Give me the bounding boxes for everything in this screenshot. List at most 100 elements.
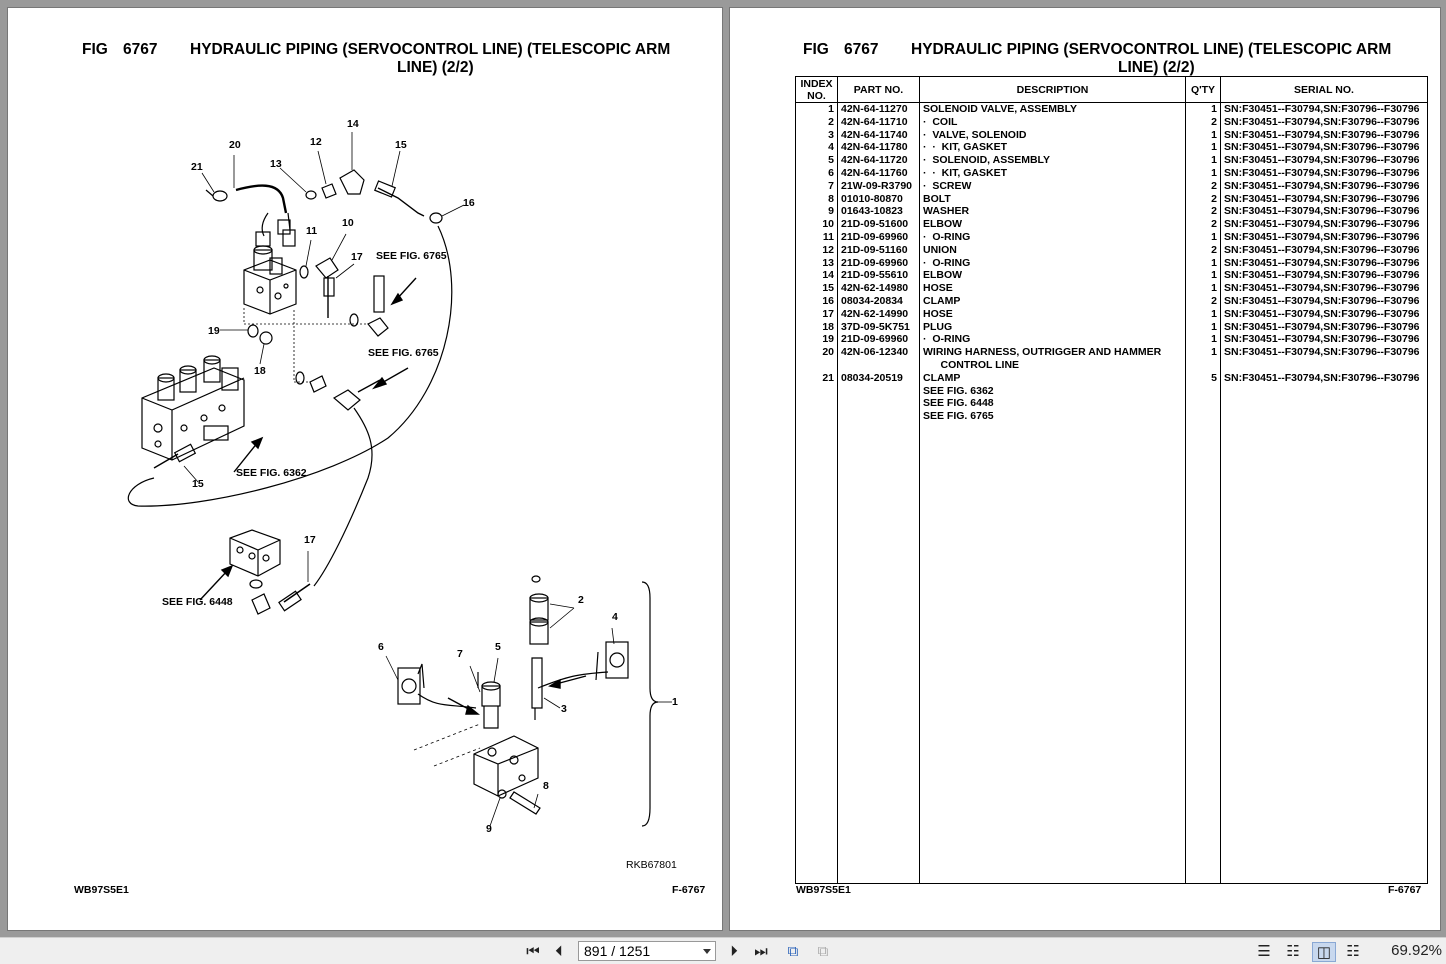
fig-title-line2: LINE) (2/2) xyxy=(397,59,474,76)
row-index: 14 xyxy=(795,269,838,283)
row-description: PLUG xyxy=(919,320,1186,334)
row-index: 2 xyxy=(795,115,838,129)
callout-13: 13 xyxy=(270,158,282,170)
chevron-down-icon xyxy=(703,949,711,954)
fig-title-line2: LINE) (2/2) xyxy=(1118,59,1195,76)
row-index: 11 xyxy=(795,230,838,244)
left-page: FIG 6767 HYDRAULIC PIPING (SERVOCONTROL … xyxy=(8,8,722,930)
row-index: 12 xyxy=(795,243,838,257)
row-qty: 5 xyxy=(1185,371,1221,385)
page-total: 1251 xyxy=(619,943,651,959)
row-qty xyxy=(1185,410,1221,423)
row-qty: 2 xyxy=(1185,205,1221,219)
row-part-no: 37D-09-5K751 xyxy=(837,320,920,334)
callout-15-bottom: 15 xyxy=(192,478,204,490)
row-index xyxy=(795,358,838,372)
first-page-icon[interactable]: ⏮ xyxy=(526,942,540,960)
drawing-id: RKB67801 xyxy=(626,859,677,871)
footer-model: WB97S5E1 xyxy=(74,884,129,896)
row-description: HOSE xyxy=(919,282,1186,295)
row-description: UNION xyxy=(919,243,1186,257)
header-part-no: PART NO. xyxy=(837,76,920,103)
fig-number: 6767 xyxy=(844,41,879,58)
row-index: 20 xyxy=(795,346,838,359)
row-index: 1 xyxy=(795,102,838,116)
row-qty: 1 xyxy=(1185,307,1221,321)
header-qty: Q'TY xyxy=(1185,76,1221,103)
row-serial-no: SN:F30451--F30794,SN:F30796--F30796 xyxy=(1220,102,1428,116)
row-description: · O-RING xyxy=(919,230,1186,244)
header-index: INDEX NO. xyxy=(795,76,838,103)
row-part-no: 42N-64-11760 xyxy=(837,166,920,180)
table-row: SEE FIG. 6765 xyxy=(795,410,1428,423)
row-part-no: 42N-64-11780 xyxy=(837,141,920,155)
back-view-icon[interactable]: ⧉ xyxy=(787,942,799,960)
row-serial-no xyxy=(1220,358,1428,372)
row-part-no: 42N-64-11710 xyxy=(837,115,920,129)
forward-view-icon[interactable]: ⧉ xyxy=(817,942,829,960)
row-qty: 2 xyxy=(1185,115,1221,129)
row-part-no: 01010-80870 xyxy=(837,192,920,206)
callout-6: 6 xyxy=(378,641,384,653)
row-qty: 2 xyxy=(1185,294,1221,308)
callout-14: 14 xyxy=(347,118,359,130)
row-part-no xyxy=(837,397,920,411)
row-qty: 1 xyxy=(1185,269,1221,283)
table-filler-row xyxy=(795,422,1428,884)
facing-icon[interactable]: ◫ xyxy=(1312,942,1336,962)
parts-list-table: INDEX NO. PART NO. DESCRIPTION Q'TY SERI… xyxy=(795,76,1428,884)
row-description: SEE FIG. 6765 xyxy=(919,410,1186,423)
row-serial-no: SN:F30451--F30794,SN:F30796--F30796 xyxy=(1220,218,1428,231)
row-qty: 1 xyxy=(1185,333,1221,347)
row-index: 7 xyxy=(795,179,838,193)
row-description: CONTROL LINE xyxy=(919,358,1186,372)
row-index: 9 xyxy=(795,205,838,219)
row-qty: 2 xyxy=(1185,218,1221,231)
empty-cell xyxy=(795,422,838,884)
last-page-icon[interactable]: ⏭ xyxy=(754,942,768,960)
callout-15-top: 15 xyxy=(395,139,407,151)
row-serial-no: SN:F30451--F30794,SN:F30796--F30796 xyxy=(1220,230,1428,244)
row-description: · SCREW xyxy=(919,179,1186,193)
row-description: CLAMP xyxy=(919,371,1186,385)
row-serial-no: SN:F30451--F30794,SN:F30796--F30796 xyxy=(1220,346,1428,359)
row-part-no: 21D-09-69960 xyxy=(837,256,920,270)
row-serial-no: SN:F30451--F30794,SN:F30796--F30796 xyxy=(1220,115,1428,129)
row-index: 5 xyxy=(795,154,838,167)
row-serial-no: SN:F30451--F30794,SN:F30796--F30796 xyxy=(1220,294,1428,308)
row-part-no: 21D-09-55610 xyxy=(837,269,920,283)
row-index: 19 xyxy=(795,333,838,347)
continuous-facing-icon[interactable]: ☷ xyxy=(1346,943,1360,960)
callout-5: 5 xyxy=(495,641,501,653)
continuous-icon[interactable]: ☷ xyxy=(1286,943,1300,960)
fig-label: FIG xyxy=(803,41,829,58)
row-part-no: 21D-09-69960 xyxy=(837,230,920,244)
row-serial-no: SN:F30451--F30794,SN:F30796--F30796 xyxy=(1220,192,1428,206)
row-description: WASHER xyxy=(919,205,1186,219)
row-serial-no: SN:F30451--F30794,SN:F30796--F30796 xyxy=(1220,269,1428,283)
row-serial-no: SN:F30451--F30794,SN:F30796--F30796 xyxy=(1220,141,1428,155)
single-page-icon[interactable]: ☰ xyxy=(1257,943,1271,960)
row-serial-no: SN:F30451--F30794,SN:F30796--F30796 xyxy=(1220,256,1428,270)
row-serial-no: SN:F30451--F30794,SN:F30796--F30796 xyxy=(1220,243,1428,257)
row-index: 15 xyxy=(795,282,838,295)
row-qty xyxy=(1185,384,1221,398)
row-part-no xyxy=(837,384,920,398)
row-qty: 1 xyxy=(1185,282,1221,295)
page-number-dropdown[interactable]: 891 / 1251 xyxy=(578,941,716,961)
zoom-level[interactable]: 69.92% xyxy=(1391,942,1442,959)
prev-page-icon[interactable]: ⏴ xyxy=(555,942,563,960)
next-page-icon[interactable]: ⏵ xyxy=(730,942,738,960)
row-serial-no: SN:F30451--F30794,SN:F30796--F30796 xyxy=(1220,205,1428,219)
row-index: 17 xyxy=(795,307,838,321)
row-serial-no: SN:F30451--F30794,SN:F30796--F30796 xyxy=(1220,179,1428,193)
row-serial-no xyxy=(1220,410,1428,423)
row-serial-no: SN:F30451--F30794,SN:F30796--F30796 xyxy=(1220,282,1428,295)
